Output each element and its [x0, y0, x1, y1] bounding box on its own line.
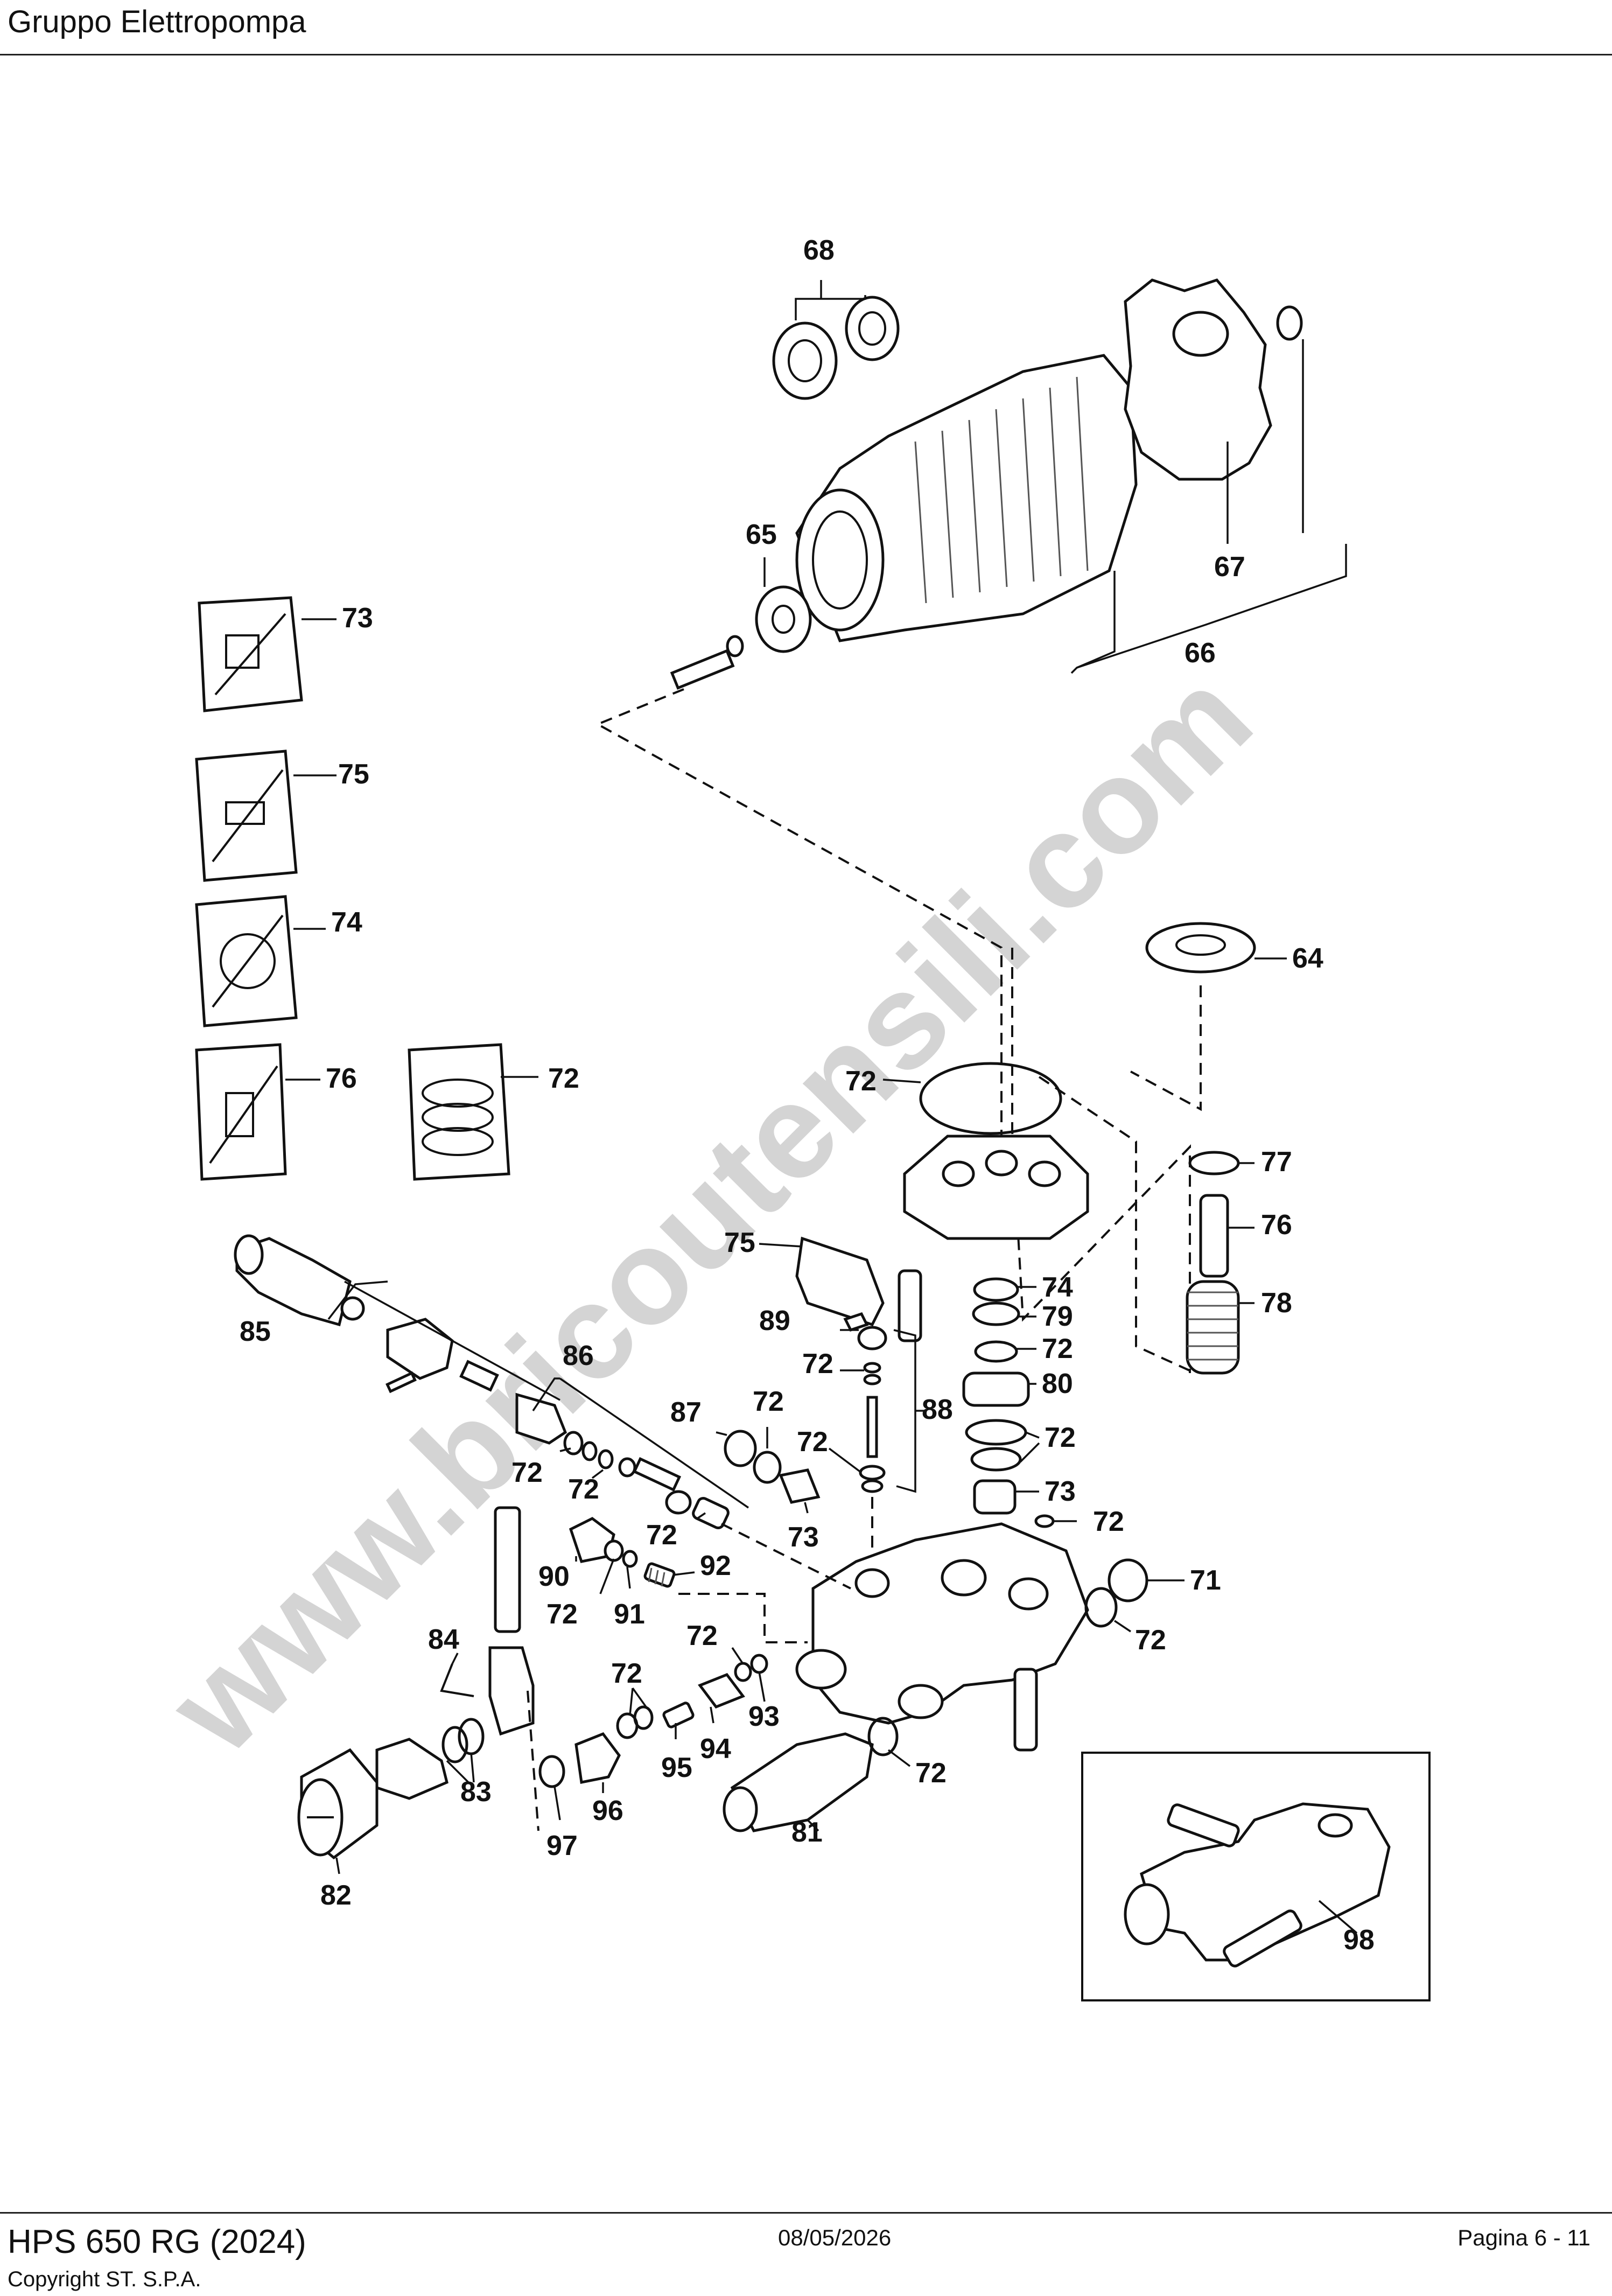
label-95: 95: [661, 1752, 692, 1783]
label-96: 96: [592, 1795, 623, 1826]
inlet-81: [723, 1717, 911, 1832]
label-72-small: 72: [1093, 1506, 1124, 1537]
fan-67: [1124, 278, 1304, 544]
label-72-oring: 72: [845, 1066, 877, 1097]
label-72-unl-a: 72: [511, 1457, 543, 1488]
header-divider: [0, 54, 1612, 55]
footer-page-number: Pagina 6 - 11: [1457, 2225, 1590, 2250]
plug-71: [1084, 1558, 1185, 1633]
label-72-unl-b: 72: [568, 1474, 599, 1505]
inset-assembled-pump-98: [1081, 1752, 1431, 2001]
label-81: 81: [791, 1817, 823, 1848]
seal-64: [1145, 922, 1287, 974]
label-71: 71: [1190, 1565, 1221, 1596]
kit-icon-76: [195, 1043, 320, 1181]
label-77: 77: [1261, 1146, 1292, 1178]
label-73-filter: 73: [788, 1522, 819, 1553]
valve-parts-93-97: [527, 1647, 768, 1831]
watermark: www.bricoutensili.com: [139, 642, 1279, 1782]
label-68: 68: [803, 235, 835, 266]
label-76: 76: [1261, 1209, 1292, 1241]
label-90: 90: [538, 1561, 570, 1592]
outlet-82-83: [297, 1718, 485, 1874]
label-73-icon: 73: [342, 603, 373, 634]
label-76-icon: 76: [326, 1063, 357, 1094]
label-75: 75: [724, 1227, 755, 1258]
valve-pin-88-89: [828, 1326, 926, 1556]
label-72-pin-a: 72: [802, 1348, 833, 1380]
label-72-valve-d: 72: [611, 1658, 642, 1689]
filter-73: [779, 1468, 821, 1514]
label-91: 91: [614, 1599, 645, 1630]
kit-icon-72: [408, 1043, 538, 1181]
footer-date: 08/05/2026: [778, 2225, 892, 2250]
bypass-90-92: [569, 1517, 808, 1643]
valve-stack-72-80: [962, 1277, 1077, 1528]
label-82: 82: [320, 1880, 352, 1911]
label-86: 86: [563, 1340, 594, 1371]
page-title: Gruppo Elettropompa: [8, 4, 306, 39]
footer-model: HPS 650 RG (2024): [8, 2223, 306, 2260]
label-85: 85: [240, 1316, 271, 1347]
footer-divider: [0, 2212, 1612, 2214]
label-93: 93: [748, 1701, 780, 1732]
plunger-group-76-78: [1186, 1151, 1254, 1375]
fitting-87: [716, 1427, 782, 1484]
bearings-68: [772, 280, 900, 400]
label-72-valve-b: 72: [1045, 1422, 1076, 1453]
label-72-pin-b: 72: [753, 1386, 784, 1417]
label-88: 88: [922, 1394, 953, 1425]
label-94: 94: [700, 1733, 731, 1765]
kit-icon-75: [195, 750, 337, 882]
label-79: 79: [1042, 1301, 1073, 1332]
label-75-icon: 75: [338, 759, 369, 790]
label-80: 80: [1042, 1368, 1073, 1399]
label-72-inlet: 72: [915, 1758, 947, 1789]
label-72-valve-c: 72: [686, 1620, 718, 1651]
label-83: 83: [460, 1776, 492, 1808]
footer-copyright: Copyright ST. S.P.A.: [8, 2267, 201, 2291]
label-64: 64: [1292, 943, 1323, 974]
label-89: 89: [759, 1305, 790, 1336]
oring-72-large: [882, 1062, 1062, 1135]
microswitch-75: [759, 1236, 885, 1332]
label-72-unl-c: 72: [646, 1520, 677, 1551]
kit-icon-74: [195, 895, 326, 1027]
label-73: 73: [1045, 1476, 1076, 1507]
label-72-valve-a: 72: [1042, 1333, 1073, 1364]
lance-connector-84: [440, 1506, 535, 1736]
label-74-icon: 74: [331, 907, 362, 938]
label-67: 67: [1214, 551, 1245, 583]
pump-cover-65: [670, 557, 812, 690]
label-72-bypass: 72: [546, 1599, 578, 1630]
label-72-plug: 72: [1135, 1625, 1166, 1656]
label-78: 78: [1261, 1287, 1292, 1319]
label-66: 66: [1185, 638, 1216, 669]
label-97: 97: [546, 1830, 578, 1861]
cylinder-head: [903, 1135, 1089, 1240]
label-87: 87: [670, 1397, 702, 1428]
label-84: 84: [428, 1624, 459, 1655]
label-65: 65: [746, 519, 777, 550]
kit-icon-73: [198, 596, 337, 712]
label-74: 74: [1042, 1272, 1073, 1303]
unloader-assembly-85-86: [234, 1234, 851, 1590]
motor-housing-66: [795, 354, 1347, 674]
manifold-body: [795, 1269, 1089, 1752]
label-92: 92: [700, 1550, 731, 1581]
label-98: 98: [1343, 1924, 1375, 1956]
label-72-pin-c: 72: [797, 1426, 828, 1458]
label-72-icon: 72: [548, 1063, 579, 1094]
